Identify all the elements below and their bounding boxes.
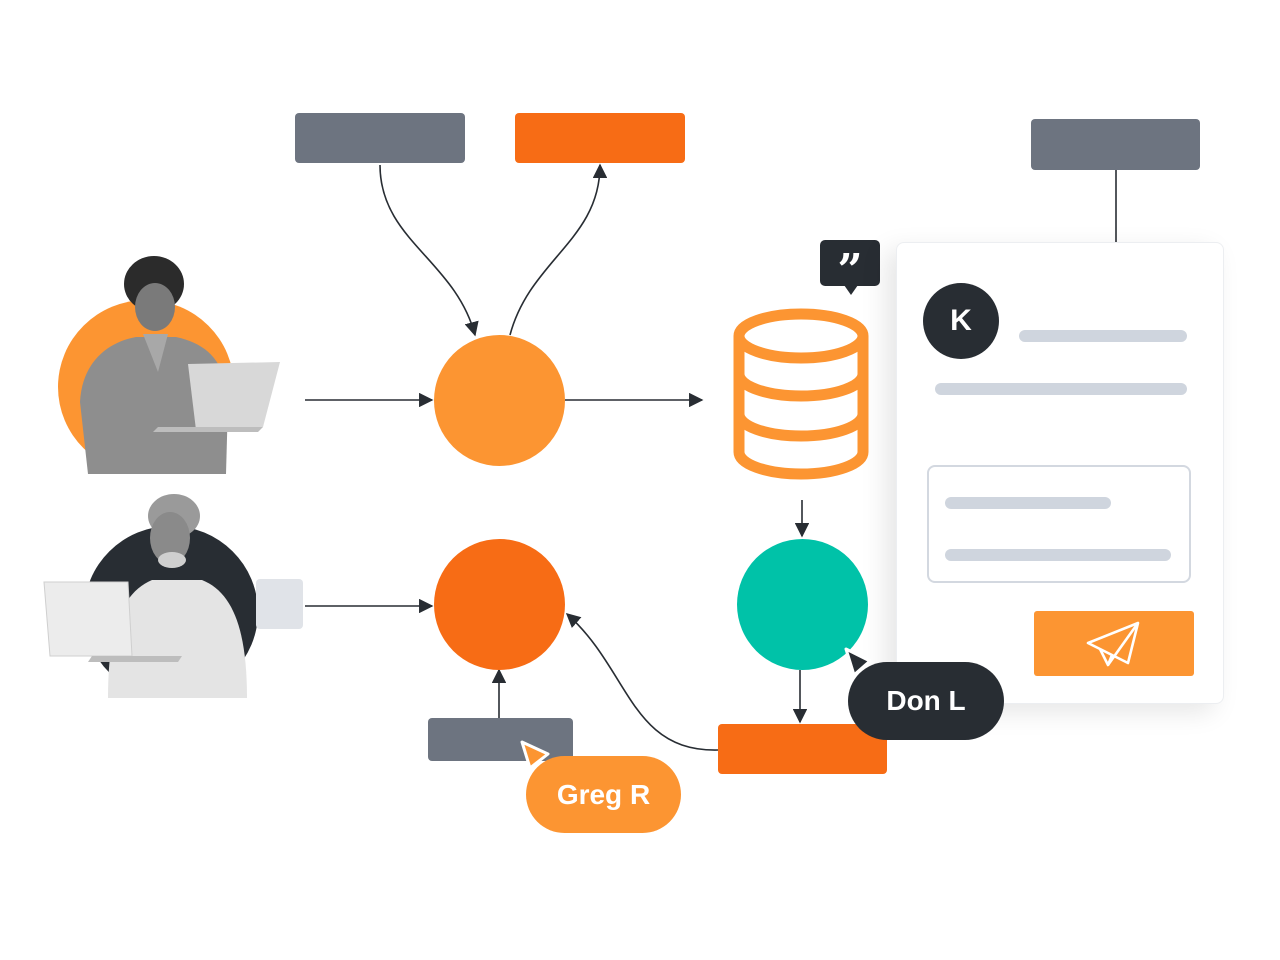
process-circle-top[interactable] [434,335,565,466]
paper-plane-icon [1086,621,1140,666]
cursor-label-don: Don L [848,662,1004,740]
top-gray-box[interactable] [295,113,465,163]
database-icon[interactable] [730,308,872,480]
avatar: K [923,283,999,359]
message-line-2 [935,383,1187,395]
edge-circle-to-orangebox [509,163,608,336]
person-2-label-box [256,579,303,629]
cursor-don-icon [844,647,872,677]
person-2-avatar [42,488,304,698]
person-2-figure [43,494,247,698]
input-line-1 [945,497,1111,509]
edge-graybox-to-circle [379,164,479,337]
edge-orangebox-to-circle [565,613,719,751]
top-orange-box[interactable] [515,113,685,163]
quote-icon[interactable]: ” [820,240,880,296]
input-line-2 [945,549,1171,561]
bottom-orange-box[interactable] [718,724,887,774]
person-1-avatar [58,252,288,474]
top-right-gray-box[interactable] [1031,119,1200,170]
message-line-1 [1019,330,1187,342]
message-input[interactable] [927,465,1191,583]
cursor-label-greg: Greg R [526,756,681,833]
process-circle-bottom[interactable] [434,539,565,670]
send-button[interactable] [1034,611,1194,676]
person-1-figure [80,256,280,474]
cursor-greg-icon [520,740,550,770]
chat-card: K [896,242,1224,704]
